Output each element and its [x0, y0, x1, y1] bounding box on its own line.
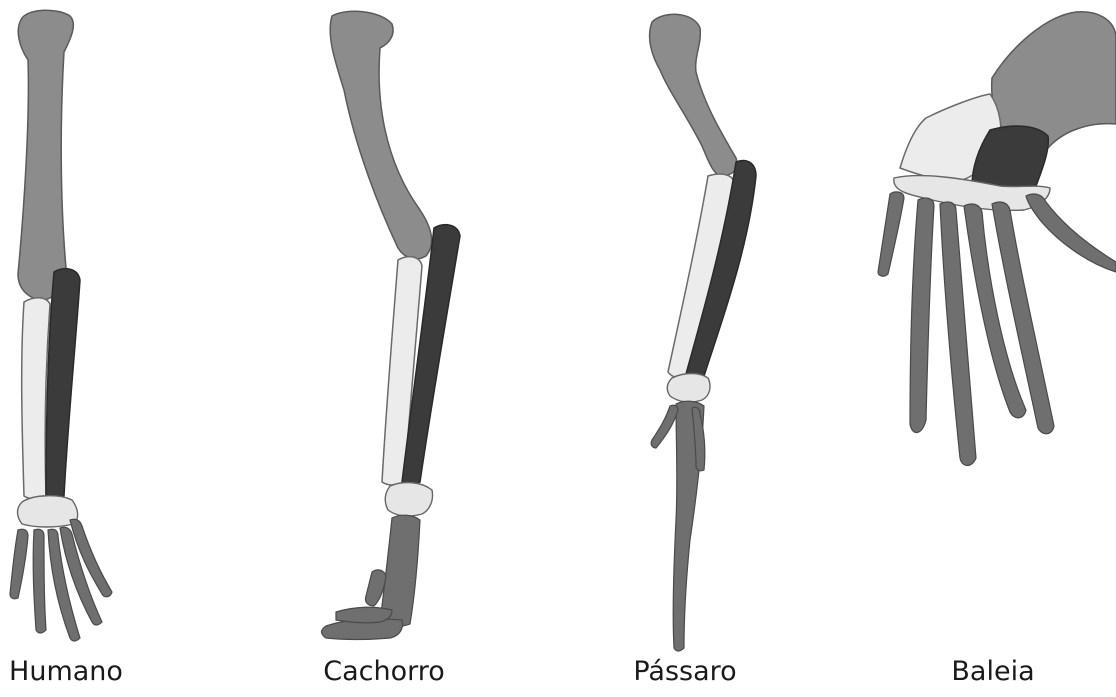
label-passaro: Pássaro	[633, 656, 736, 688]
dog-paw	[322, 515, 421, 639]
whale-digits	[878, 192, 1116, 466]
whale-flipper	[878, 12, 1116, 466]
bird-wing	[650, 14, 756, 651]
human-fingers	[10, 519, 112, 641]
dog-carpals	[385, 483, 432, 517]
dog-arm	[322, 11, 461, 639]
bird-humerus	[650, 14, 737, 176]
human-arm	[10, 10, 112, 641]
human-radius	[46, 269, 80, 499]
bird-digits	[651, 401, 705, 651]
bird-carpals	[667, 374, 710, 403]
label-humano: Humano	[9, 656, 123, 688]
human-humerus	[18, 10, 73, 300]
dog-humerus	[330, 11, 431, 258]
label-baleia: Baleia	[951, 656, 1034, 688]
label-cachorro: Cachorro	[323, 656, 445, 688]
human-carpals	[18, 496, 78, 527]
